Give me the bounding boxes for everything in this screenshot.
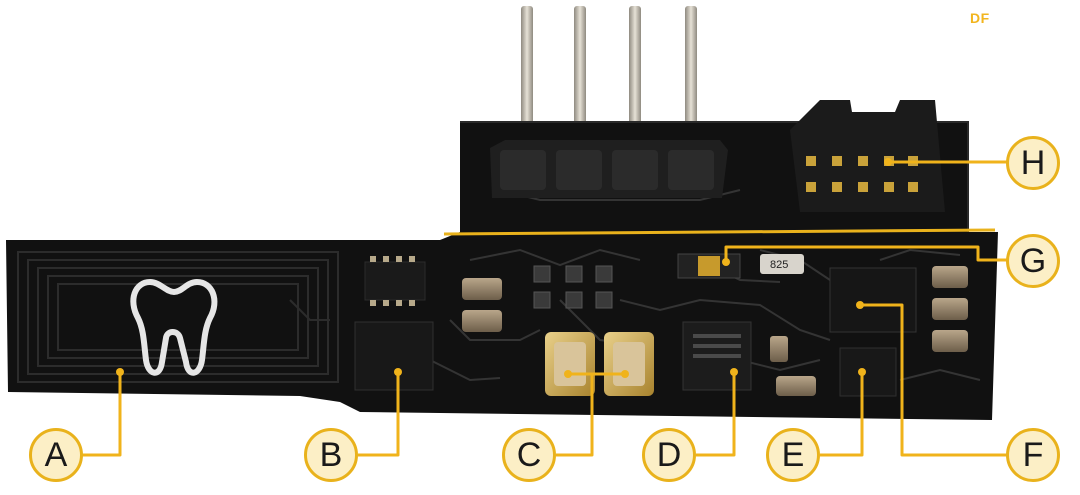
- resistor-label: 825: [770, 259, 788, 271]
- callout-c: C: [502, 428, 556, 482]
- header-connector: [490, 140, 728, 198]
- callout-d: D: [642, 428, 696, 482]
- capacitors: [462, 254, 968, 396]
- box-header-h: [790, 100, 945, 212]
- leader-lines: [82, 158, 1008, 457]
- callout-b: B: [304, 428, 358, 482]
- callout-g: G: [1006, 234, 1060, 288]
- header-pins: [521, 6, 697, 156]
- callout-h: H: [1006, 136, 1060, 190]
- callout-e: E: [766, 428, 820, 482]
- board-divider-line: [443, 228, 996, 236]
- watermark: DF: [970, 10, 990, 26]
- chip-d: [682, 321, 752, 391]
- tooth-icon: [130, 279, 218, 376]
- nfc-antenna: [17, 251, 339, 383]
- callout-a: A: [29, 428, 83, 482]
- chip-e: [839, 347, 897, 397]
- chip-b: [354, 256, 434, 391]
- component-g: [677, 253, 741, 279]
- callout-f: F: [1006, 428, 1060, 482]
